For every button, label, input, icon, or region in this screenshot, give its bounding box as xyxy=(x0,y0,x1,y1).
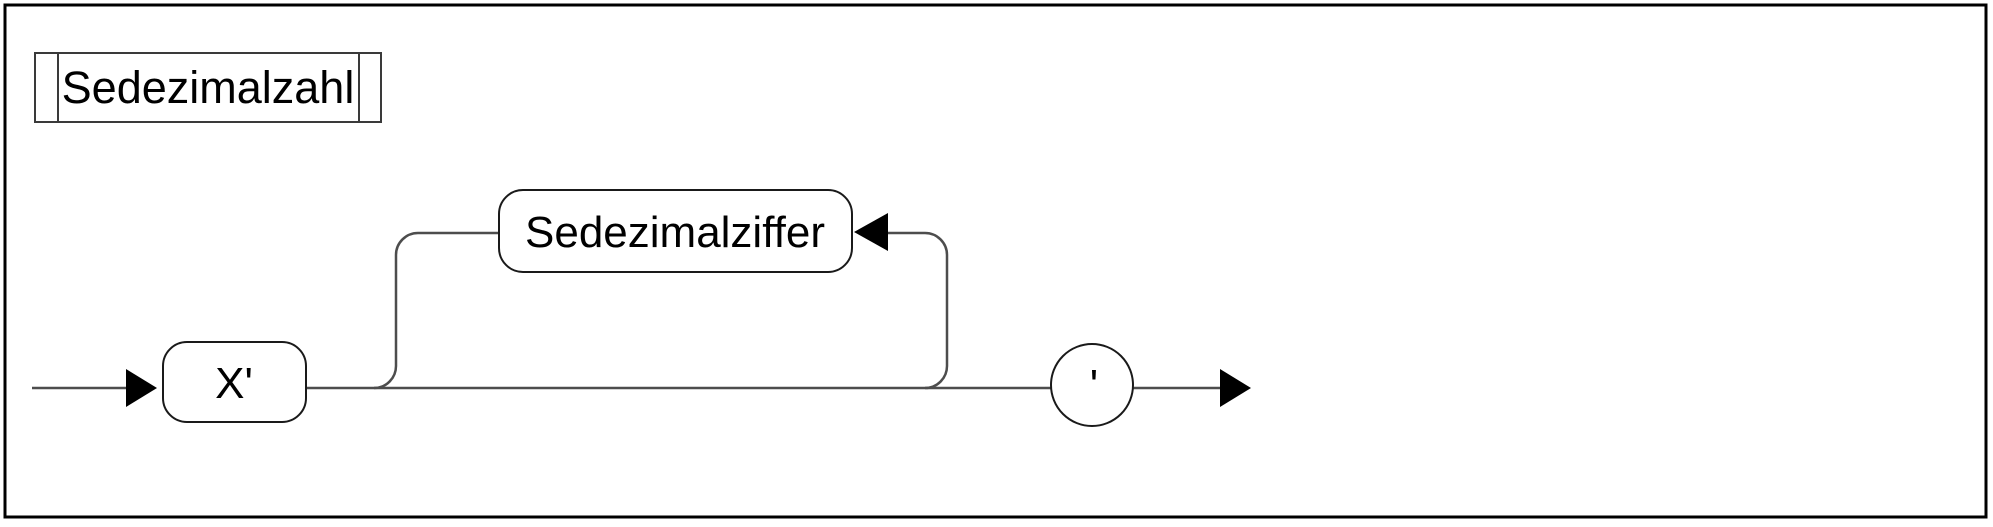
terminal-circle-apostrophe-label: ' xyxy=(1090,361,1098,410)
nonterminal-box-sedezimalziffer-label: Sedezimalziffer xyxy=(525,208,825,257)
terminal-box-x-quote-label: X' xyxy=(215,359,253,408)
terminal-box-x-quote xyxy=(162,341,307,423)
terminal-circle-apostrophe xyxy=(1050,343,1134,427)
loop-rail-left xyxy=(373,231,499,390)
rule-title-box: Sedezimalzahl xyxy=(34,52,382,123)
loop-repeat-arrow-icon xyxy=(854,213,888,251)
loop-rail-right xyxy=(888,231,949,390)
exit-arrow-icon xyxy=(1220,369,1251,407)
rule-title: Sedezimalzahl xyxy=(62,62,355,113)
terminal-node-apostrophe: ' xyxy=(1050,343,1134,427)
nonterminal-box-sedezimalziffer xyxy=(498,189,853,273)
nonterminal-node-sedezimalziffer: Sedezimalziffer xyxy=(498,189,853,273)
rule-title-box-frame xyxy=(34,52,382,123)
entry-arrow-icon xyxy=(126,369,157,407)
terminal-node-x-quote: X' xyxy=(162,341,307,423)
page-border xyxy=(3,3,1988,519)
